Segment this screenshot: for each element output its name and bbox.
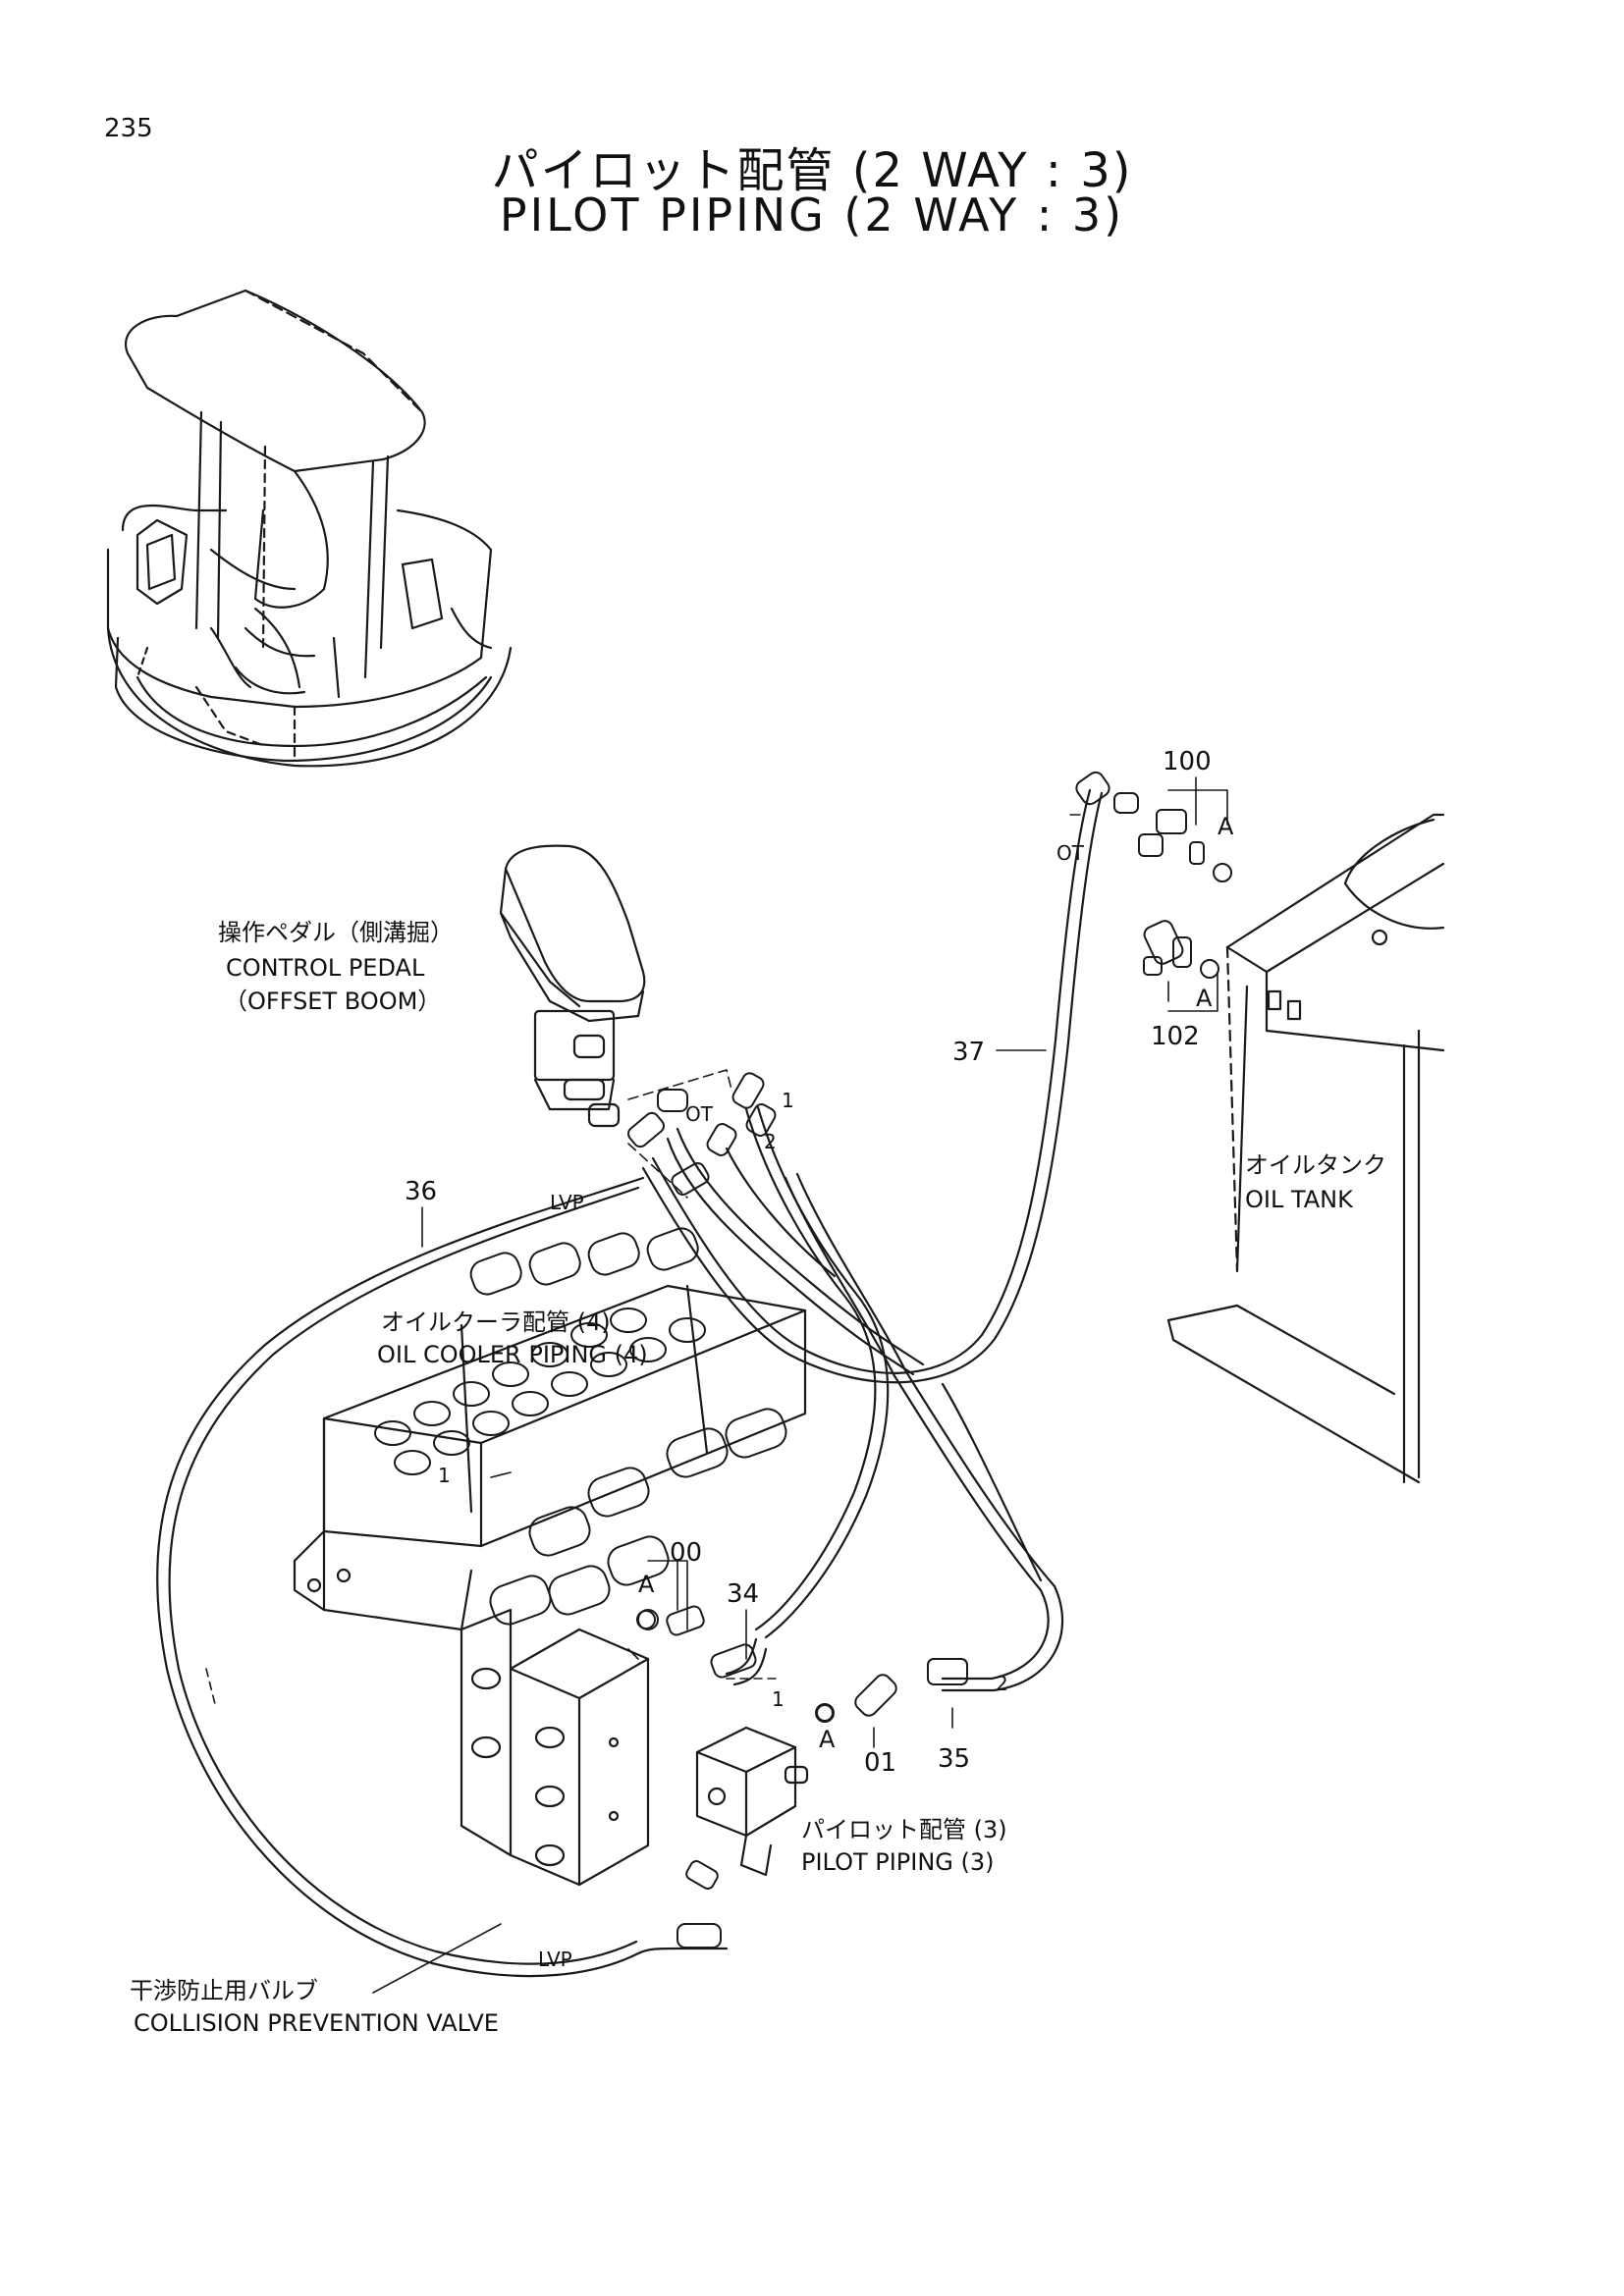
port-label-a-2: A bbox=[1196, 985, 1213, 1012]
port-label-2-top: 2 bbox=[764, 1130, 777, 1153]
control-valve-block bbox=[293, 1227, 807, 1631]
callout-labels: 操作ペダル（側溝掘） CONTROL PEDAL （OFFSET BOOM） オ… bbox=[130, 919, 1386, 2037]
collision-prevention-valve-block bbox=[460, 1608, 650, 1887]
port-label-1-valve: 1 bbox=[438, 1464, 451, 1487]
part-number-37: 37 bbox=[952, 1038, 985, 1067]
machine-overview-illustration bbox=[106, 289, 513, 768]
port-label-1-bottom: 1 bbox=[772, 1687, 785, 1711]
hose-36 bbox=[156, 1176, 645, 1978]
port-label-2-bottom: 2 bbox=[996, 1672, 1008, 1695]
page-title-english: PILOT PIPING (2 WAY : 3) bbox=[499, 188, 1125, 241]
pilot-piping-label-jp: パイロット配管 (3) bbox=[801, 1816, 1007, 1843]
lower-lvp-hose bbox=[636, 1947, 729, 1955]
port-label-lvp-bottom: LVP bbox=[538, 1948, 572, 1971]
part-number-01: 01 bbox=[864, 1748, 896, 1778]
port-label-a-4: A bbox=[819, 1726, 836, 1753]
part-number-34: 34 bbox=[727, 1579, 759, 1609]
hose-37 bbox=[641, 788, 1104, 1384]
port-label-1-top: 1 bbox=[782, 1089, 794, 1112]
pilot-piping-label-en: PILOT PIPING (3) bbox=[801, 1848, 995, 1876]
oil-tank-label-en: OIL TANK bbox=[1245, 1186, 1354, 1213]
control-pedal bbox=[499, 844, 646, 1128]
pilot-valve-block bbox=[695, 1726, 809, 1877]
oil-tank-label-jp: オイルタンク bbox=[1245, 1151, 1386, 1179]
port-label-lvp-top: LVP bbox=[550, 1191, 584, 1214]
part-number-35: 35 bbox=[938, 1744, 970, 1774]
pedal-hoses bbox=[666, 1105, 1064, 1692]
oil-tank bbox=[1166, 813, 1445, 1484]
fitting-group-pedal bbox=[627, 1072, 777, 1196]
port-label-a-3: A bbox=[638, 1571, 655, 1598]
collision-valve-label-jp: 干渉防止用バルブ bbox=[130, 1977, 318, 2004]
part-number-102: 102 bbox=[1151, 1022, 1200, 1051]
collision-valve-label-en: COLLISION PREVENTION VALVE bbox=[134, 2009, 499, 2037]
fitting-group-top-right bbox=[1075, 771, 1232, 979]
oil-cooler-label-en: OIL COOLER PIPING (4) bbox=[377, 1341, 648, 1368]
port-label-a-1: A bbox=[1218, 813, 1234, 840]
page-title-japanese: パイロット配管 (2 WAY : 3) bbox=[491, 143, 1133, 198]
part-number-labels: 100 102 37 36 34 35 00 01 bbox=[405, 747, 1212, 1778]
port-label-ot-mid: OT bbox=[685, 1102, 714, 1126]
control-pedal-label-en: CONTROL PEDAL bbox=[226, 954, 425, 982]
control-pedal-sub-label: （OFFSET BOOM） bbox=[224, 988, 441, 1015]
part-number-100: 100 bbox=[1163, 747, 1212, 776]
o-rings bbox=[636, 1610, 834, 1722]
oil-cooler-label-jp: オイルクーラ配管 (4) bbox=[381, 1308, 611, 1336]
fitting-group-valve bbox=[637, 1605, 968, 1949]
port-labels: OT OT LVP LVP A A A A 1 2 1 1 2 bbox=[438, 813, 1234, 1971]
control-pedal-label-jp: 操作ペダル（側溝掘） bbox=[218, 919, 454, 946]
part-number-00: 00 bbox=[670, 1538, 702, 1568]
leader-lines bbox=[205, 776, 1228, 1994]
part-number-36: 36 bbox=[405, 1177, 437, 1206]
page-number: 235 bbox=[104, 114, 153, 143]
port-label-ot-top: OT bbox=[1056, 841, 1085, 865]
hose-34-connection bbox=[725, 1637, 768, 1686]
